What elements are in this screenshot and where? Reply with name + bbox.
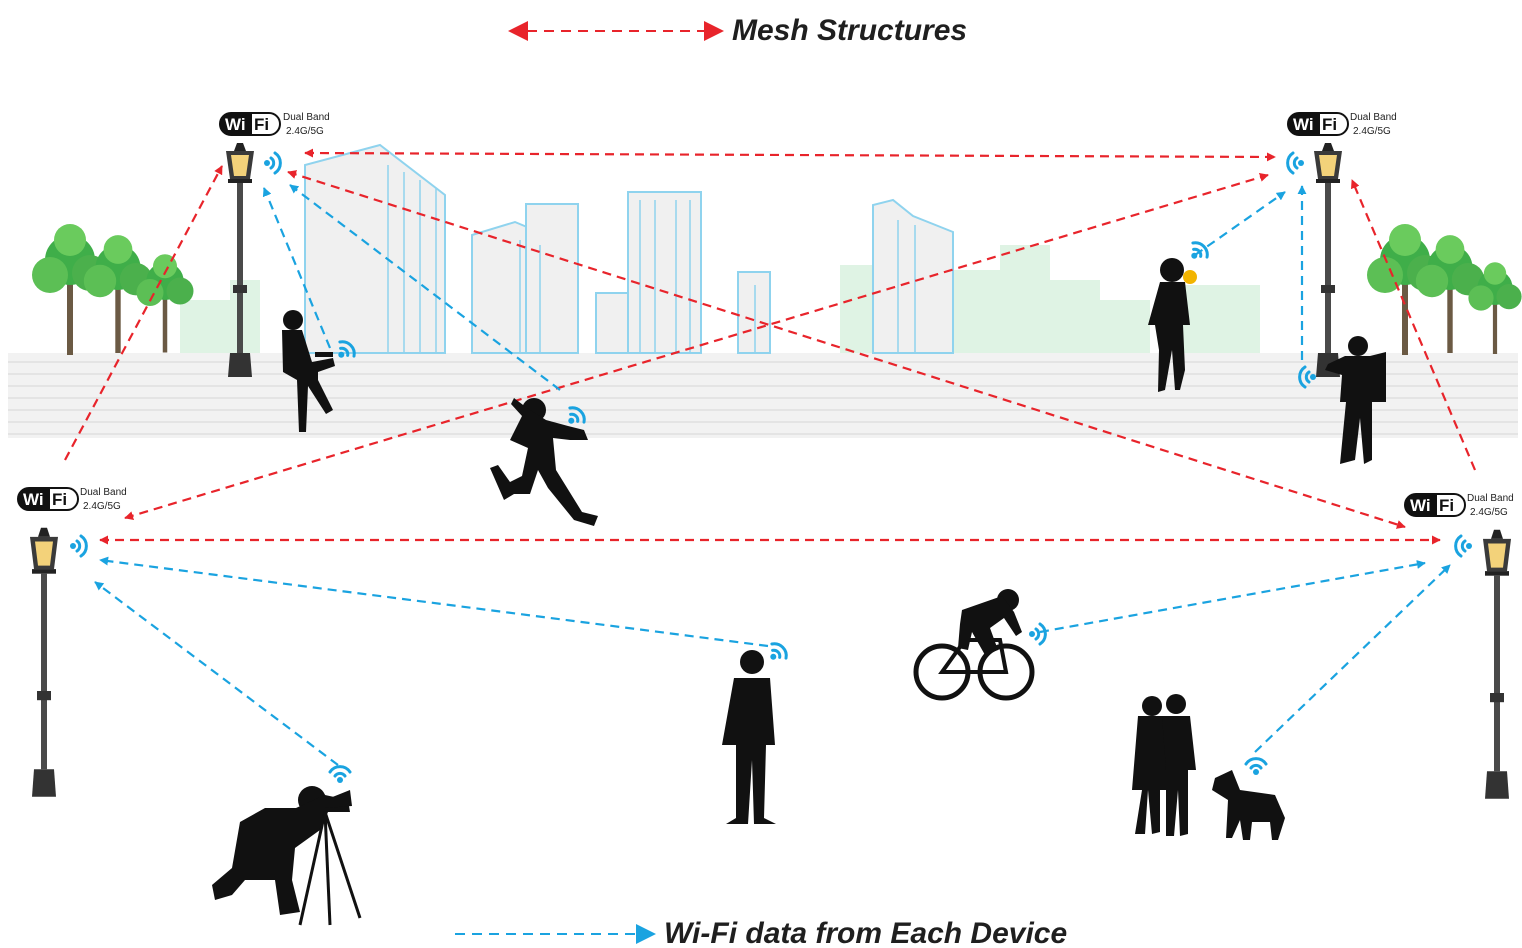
mesh-links bbox=[64, 148, 1477, 545]
walking-woman-silhouette bbox=[1148, 258, 1197, 392]
hiker-silhouette bbox=[1325, 336, 1386, 464]
access-point-mid-left: Dual Band 2.4G/5G bbox=[17, 487, 127, 797]
dog-silhouette bbox=[1212, 770, 1285, 840]
wifi-badge-icon bbox=[17, 487, 79, 511]
wifi-badge-icon bbox=[219, 112, 281, 136]
wifi-signal-icon bbox=[1183, 237, 1213, 267]
street-lamp-icon bbox=[1314, 143, 1342, 377]
badge-line1: Dual Band bbox=[80, 487, 127, 498]
trees-left bbox=[32, 224, 194, 355]
badge-line1: Dual Band bbox=[1467, 493, 1514, 504]
wifi-badge-icon bbox=[1404, 493, 1466, 517]
mesh-link-left bbox=[64, 165, 223, 461]
device-link-runner bbox=[289, 184, 561, 391]
badge-line1: Dual Band bbox=[283, 112, 330, 123]
wifi-signal-icon bbox=[1286, 151, 1306, 175]
mesh-link-diag-2 bbox=[124, 173, 1269, 520]
mesh-link-right bbox=[1350, 179, 1477, 471]
badge-line1: Dual Band bbox=[1350, 112, 1397, 123]
wifi-signal-icon bbox=[1027, 622, 1047, 646]
wifi-signal-icon bbox=[1244, 757, 1268, 777]
mesh-link-top bbox=[304, 148, 1276, 162]
legend-mesh: Mesh Structures bbox=[508, 14, 967, 47]
wifi-signal-icon bbox=[328, 765, 352, 785]
couple-silhouette bbox=[1132, 694, 1196, 836]
access-point-top-right: Dual Band 2.4G/5G bbox=[1286, 112, 1397, 377]
device-link-cyclist bbox=[1039, 559, 1426, 634]
cyclist-silhouette bbox=[913, 589, 1035, 701]
legend-mesh-label: Mesh Structures bbox=[732, 14, 967, 47]
legend-device: Wi-Fi data from Each Device bbox=[455, 917, 1067, 948]
device-link-photographer bbox=[94, 581, 339, 766]
wifi-signal-icon bbox=[1454, 534, 1474, 558]
access-point-mid-right: Dual Band 2.4G/5G bbox=[1404, 493, 1514, 799]
wifi-signal-icon bbox=[762, 638, 792, 668]
device-links bbox=[94, 184, 1451, 766]
badge-line2: 2.4G/5G bbox=[83, 501, 121, 512]
sitting-woman-silhouette bbox=[282, 310, 335, 432]
device-link-walking-woman bbox=[1194, 191, 1286, 256]
trees-right bbox=[1367, 224, 1522, 355]
businessman-silhouette bbox=[722, 650, 776, 824]
street-lamp-icon bbox=[1483, 529, 1511, 799]
photographer-silhouette bbox=[212, 786, 362, 926]
badge-line2: 2.4G/5G bbox=[1470, 507, 1508, 518]
badge-line2: 2.4G/5G bbox=[1353, 126, 1391, 137]
wifi-badge-icon bbox=[1287, 112, 1349, 136]
runner-silhouette bbox=[490, 398, 598, 526]
access-point-top-left: Dual Band 2.4G/5G bbox=[219, 112, 330, 377]
device-link-businessman bbox=[99, 556, 769, 648]
wifi-signal-icon bbox=[68, 534, 88, 558]
device-link-couple bbox=[1254, 564, 1451, 753]
legend-device-label: Wi-Fi data from Each Device bbox=[664, 917, 1067, 948]
wifi-signal-icon bbox=[262, 151, 282, 175]
badge-line2: 2.4G/5G bbox=[286, 126, 324, 137]
street-lamp-icon bbox=[30, 527, 58, 797]
